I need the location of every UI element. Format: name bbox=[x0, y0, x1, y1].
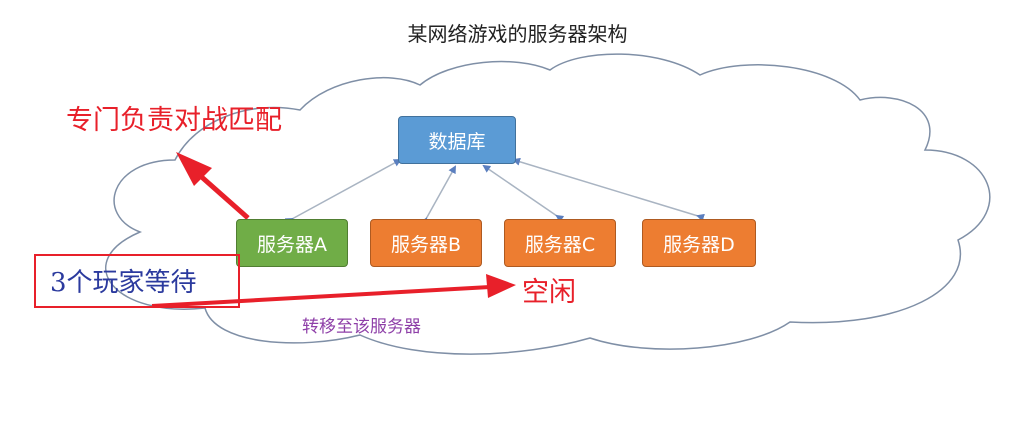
diagram-title: 某网络游戏的服务器架构 bbox=[407, 22, 628, 46]
database-node: 数据库 bbox=[398, 116, 516, 164]
connector-a bbox=[284, 159, 402, 226]
server-c-node: 服务器C bbox=[504, 219, 616, 267]
idle-label: 空闲 bbox=[522, 277, 576, 308]
server-d-node: 服务器D bbox=[642, 219, 756, 267]
matchmaking-arrow bbox=[176, 152, 250, 220]
waiting-label: 3个玩家等待 bbox=[50, 268, 197, 298]
connector-b bbox=[419, 165, 456, 227]
matchmaking-label: 专门负责对战匹配 bbox=[66, 105, 282, 136]
server-b-node: 服务器B bbox=[370, 219, 482, 267]
db-connectors bbox=[284, 157, 705, 227]
connector-d bbox=[512, 157, 705, 222]
transfer-arrow bbox=[151, 274, 516, 308]
transfer-label: 转移至该服务器 bbox=[302, 317, 421, 337]
waiting-box bbox=[34, 254, 240, 308]
server-a-node: 服务器A bbox=[236, 219, 348, 267]
